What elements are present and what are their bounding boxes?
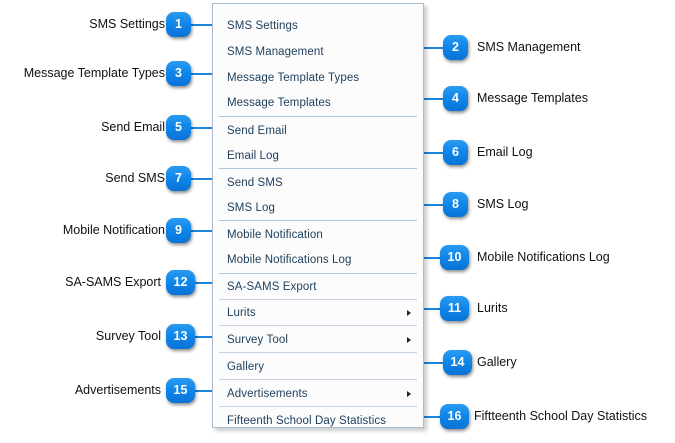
leader-line-12 xyxy=(195,282,219,284)
menu-item-send-email[interactable]: Send Email xyxy=(213,118,423,144)
leader-line-5 xyxy=(191,127,219,129)
callout-label-16: Fiftteenth School Day Statistics xyxy=(474,409,647,423)
callout-badge-3[interactable]: 3 xyxy=(166,61,191,86)
callout-label-3: Message Template Types xyxy=(23,66,165,80)
leader-line-1 xyxy=(191,24,219,26)
leader-line-8 xyxy=(416,204,446,206)
callout-badge-12[interactable]: 12 xyxy=(166,270,195,295)
callout-badge-14[interactable]: 14 xyxy=(443,350,472,375)
callout-badge-8[interactable]: 8 xyxy=(443,192,468,217)
chevron-right-icon xyxy=(407,310,411,316)
callout-badge-9[interactable]: 9 xyxy=(166,218,191,243)
leader-line-4 xyxy=(416,98,446,100)
leader-line-10 xyxy=(416,257,442,259)
callout-label-2: SMS Management xyxy=(477,40,581,54)
callout-badge-11[interactable]: 11 xyxy=(440,296,469,321)
menu-item-sms-log[interactable]: SMS Log xyxy=(213,195,423,221)
menu-item-mobile-notifications-log[interactable]: Mobile Notifications Log xyxy=(213,247,423,273)
communication-menu-panel: SMS Settings SMS Management Message Temp… xyxy=(212,3,424,428)
menu-item-label: Advertisements xyxy=(227,388,308,400)
callout-label-4: Message Templates xyxy=(477,91,588,105)
chevron-right-icon xyxy=(407,337,411,343)
callout-badge-15[interactable]: 15 xyxy=(166,378,195,403)
menu-item-lurits[interactable]: Lurits xyxy=(213,300,423,326)
menu-item-label: SMS Management xyxy=(227,46,324,58)
callout-badge-1[interactable]: 1 xyxy=(166,12,191,37)
menu-separator xyxy=(219,379,417,380)
callout-label-5: Send Email xyxy=(101,120,165,134)
leader-line-13 xyxy=(195,336,219,338)
menu-separator xyxy=(219,220,417,221)
callout-badge-16[interactable]: 16 xyxy=(440,404,469,429)
callout-label-7: Send SMS xyxy=(105,171,165,185)
callout-badge-5[interactable]: 5 xyxy=(166,115,191,140)
callout-label-9: Mobile Notification xyxy=(62,223,165,237)
leader-line-14 xyxy=(416,362,446,364)
callout-label-15: Advertisements xyxy=(74,383,161,397)
menu-item-message-templates[interactable]: Message Templates xyxy=(213,90,423,116)
callout-label-13: Survey Tool xyxy=(95,329,161,343)
callout-label-11: Lurits xyxy=(477,301,508,315)
callout-label-6: Email Log xyxy=(477,145,533,159)
menu-separator xyxy=(219,352,417,353)
menu-item-label: Send Email xyxy=(227,125,287,137)
menu-item-survey-tool[interactable]: Survey Tool xyxy=(213,327,423,353)
chevron-right-icon xyxy=(407,391,411,397)
menu-item-label: Message Template Types xyxy=(227,72,360,84)
callout-label-8: SMS Log xyxy=(477,197,529,211)
leader-line-16 xyxy=(416,416,442,418)
menu-item-label: Mobile Notifications Log xyxy=(227,254,352,266)
menu-item-label: SA-SAMS Export xyxy=(227,281,317,293)
leader-line-7 xyxy=(191,178,219,180)
callout-label-12: SA-SAMS Export xyxy=(65,275,161,289)
leader-line-6 xyxy=(416,152,446,154)
menu-separator xyxy=(219,406,417,407)
menu-item-send-sms[interactable]: Send SMS xyxy=(213,170,423,196)
leader-line-2 xyxy=(416,47,446,49)
menu-item-label: Message Templates xyxy=(227,97,331,109)
callout-badge-4[interactable]: 4 xyxy=(443,86,468,111)
menu-item-label: Gallery xyxy=(227,361,265,373)
menu-item-label: SMS Log xyxy=(227,202,276,214)
menu-item-sms-management[interactable]: SMS Management xyxy=(213,39,423,65)
menu-item-label: Email Log xyxy=(227,150,280,162)
menu-item-label: Lurits xyxy=(227,307,256,319)
callout-badge-13[interactable]: 13 xyxy=(166,324,195,349)
callout-badge-10[interactable]: 10 xyxy=(440,245,469,270)
menu-item-label: Survey Tool xyxy=(227,334,288,346)
menu-separator xyxy=(219,168,417,169)
callout-badge-6[interactable]: 6 xyxy=(443,140,468,165)
menu-items-container: SMS Settings SMS Management Message Temp… xyxy=(213,4,423,427)
leader-line-11 xyxy=(416,308,442,310)
leader-line-3 xyxy=(191,73,219,75)
callout-label-10: Mobile Notifications Log xyxy=(477,250,610,264)
menu-item-label: SMS Settings xyxy=(227,20,298,32)
menu-item-sms-settings[interactable]: SMS Settings xyxy=(213,13,423,39)
menu-item-sa-sams-export[interactable]: SA-SAMS Export xyxy=(213,274,423,300)
callout-label-1: SMS Settings xyxy=(89,17,165,31)
menu-separator xyxy=(219,273,417,274)
leader-line-9 xyxy=(191,230,219,232)
menu-item-mobile-notification[interactable]: Mobile Notification xyxy=(213,222,423,248)
menu-item-label: Mobile Notification xyxy=(227,229,323,241)
menu-item-label: Send SMS xyxy=(227,177,283,189)
menu-separator xyxy=(219,325,417,326)
menu-item-email-log[interactable]: Email Log xyxy=(213,143,423,169)
callout-badge-7[interactable]: 7 xyxy=(166,166,191,191)
menu-separator xyxy=(219,116,417,117)
leader-line-15 xyxy=(195,390,219,392)
menu-item-label: Fifteenth School Day Statistics xyxy=(227,415,387,427)
menu-separator xyxy=(219,299,417,300)
callout-badge-2[interactable]: 2 xyxy=(443,35,468,60)
menu-item-gallery[interactable]: Gallery xyxy=(213,354,423,380)
callout-label-14: Gallery xyxy=(477,355,517,369)
menu-item-message-template-types[interactable]: Message Template Types xyxy=(213,65,423,91)
menu-item-fifteenth-school-day-statistics[interactable]: Fifteenth School Day Statistics xyxy=(213,408,423,434)
menu-item-advertisements[interactable]: Advertisements xyxy=(213,381,423,407)
